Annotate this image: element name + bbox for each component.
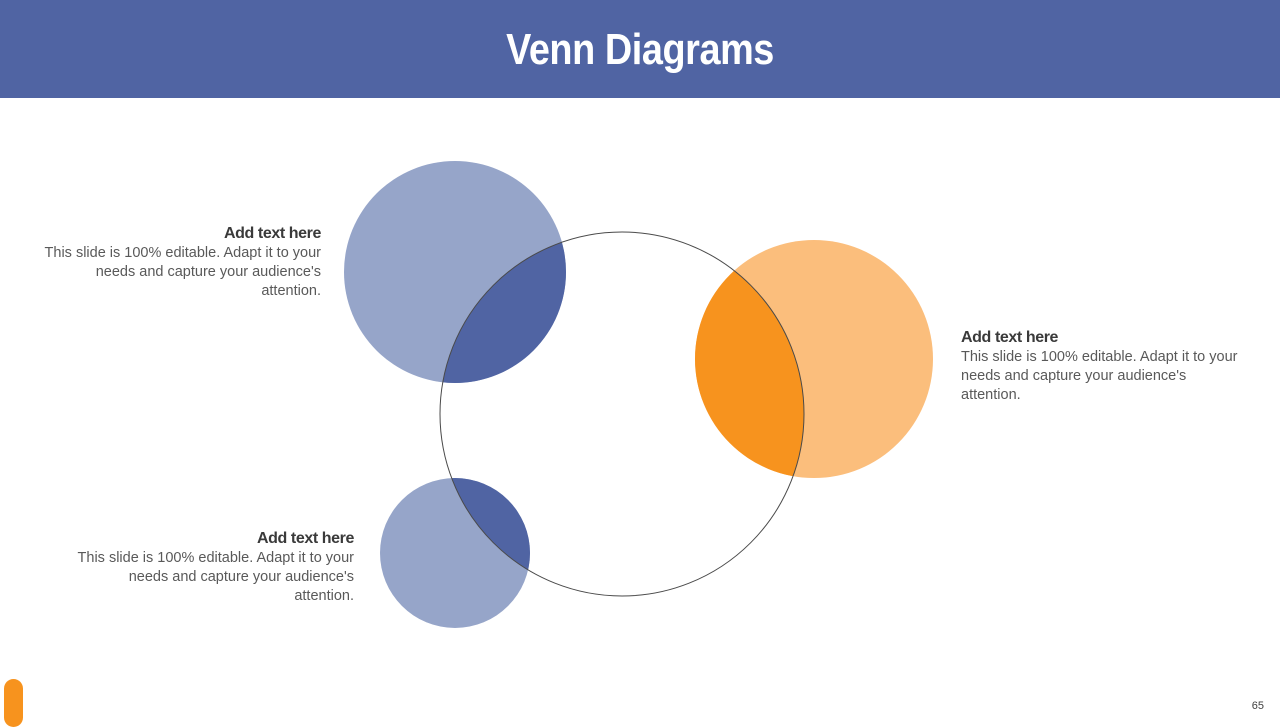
text-block-body: This slide is 100% editable. Adapt it to… <box>77 550 354 604</box>
text-block-bottom-left: Add text here This slide is 100% editabl… <box>74 529 355 606</box>
accent-tab <box>4 679 23 727</box>
slide-title: Venn Diagrams <box>506 25 774 74</box>
text-block-body: This slide is 100% editable. Adapt it to… <box>961 349 1238 403</box>
text-block-top-left: Add text here This slide is 100% editabl… <box>41 224 322 301</box>
venn-circle-center <box>439 231 805 597</box>
text-block-heading: Add text here <box>256 530 354 547</box>
text-block-right: Add text here This slide is 100% editabl… <box>961 328 1241 405</box>
page-number: 65 <box>1251 700 1264 712</box>
text-block-heading: Add text here <box>961 329 1059 346</box>
venn-overlap-right <box>695 240 804 478</box>
text-block-heading: Add text here <box>223 225 321 242</box>
text-block-body: This slide is 100% editable. Adapt it to… <box>44 245 321 299</box>
header-bar <box>0 0 1280 98</box>
